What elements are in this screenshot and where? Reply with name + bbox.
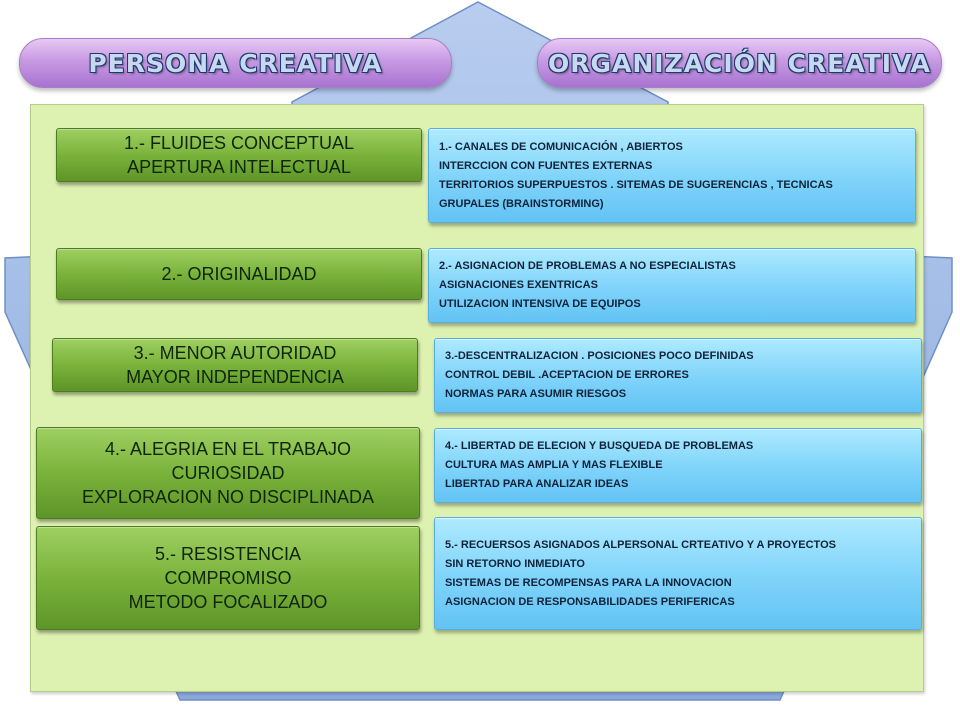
organizacion-box-2-line-2: ASIGNACIONES EXENTRICAS (439, 279, 598, 291)
persona-box-4-line-1: 4.- ALEGRIA EN EL TRABAJO (104, 439, 352, 459)
organizacion-box-4: 4.- LIBERTAD DE ELECION Y BUSQUEDA DE PR… (434, 428, 922, 503)
persona-box-1: 1.- FLUIDES CONCEPTUAL APERTURA INTELECT… (56, 128, 422, 182)
persona-box-5: 5.- RESISTENCIA COMPROMISO METODO FOCALI… (36, 526, 420, 630)
organizacion-box-1: 1.- CANALES DE COMUNICACIÓN , ABIERTOS I… (428, 128, 916, 223)
persona-box-4: 4.- ALEGRIA EN EL TRABAJO CURIOSIDAD EXP… (36, 427, 420, 519)
organizacion-box-1-line-4: GRUPALES (BRAINSTORMING) (439, 197, 604, 210)
organizacion-box-5-line-2: SIN RETORNO INMEDIATO (445, 557, 585, 570)
organizacion-box-4-line-1: 4.- LIBERTAD DE ELECION Y BUSQUEDA DE PR… (445, 440, 754, 452)
organizacion-box-1-line-2: INTERCCION CON FUENTES EXTERNAS (439, 159, 653, 172)
header-persona-creativa: PERSONA CREATIVA (19, 38, 452, 88)
organizacion-box-2-line-1: 2.- ASIGNACION DE PROBLEMAS A NO ESPECIA… (439, 260, 736, 272)
organizacion-box-3-line-2: CONTROL DEBIL .ACEPTACION DE ERRORES (445, 369, 689, 381)
persona-box-3-line-1: 3.- MENOR AUTORIDAD (133, 343, 337, 363)
persona-box-2-line-1: 2.- ORIGINALIDAD (161, 264, 317, 284)
persona-box-5-line-1: 5.- RESISTENCIA (154, 544, 302, 564)
organizacion-box-2-line-3: UTILIZACION INTENSIVA DE EQUIPOS (439, 298, 641, 310)
organizacion-box-2: 2.- ASIGNACION DE PROBLEMAS A NO ESPECIA… (428, 248, 916, 323)
organizacion-box-5-line-3: SISTEMAS DE RECOMPENSAS PARA LA INNOVACI… (445, 576, 732, 589)
header-organizacion-creativa: ORGANIZACIÓN CREATIVA (537, 38, 942, 88)
organizacion-box-5-line-4: ASIGNACION DE RESPONSABILIDADES PERIFERI… (445, 595, 735, 608)
persona-box-3-line-2: MAYOR INDEPENDENCIA (126, 367, 344, 387)
organizacion-box-5: 5.- RECUERSOS ASIGNADOS ALPERSONAL CRTEA… (434, 517, 922, 630)
organizacion-box-3-line-1: 3.-DESCENTRALIZACION . POSICIONES POCO D… (445, 350, 754, 362)
persona-box-4-line-2: CURIOSIDAD (171, 463, 285, 483)
organizacion-box-3-line-3: NORMAS PARA ASUMIR RIESGOS (445, 388, 627, 400)
persona-box-3: 3.- MENOR AUTORIDAD MAYOR INDEPENDENCIA (52, 338, 418, 392)
organizacion-box-1-line-3: TERRITORIOS SUPERPUESTOS . SITEMAS DE SU… (439, 178, 833, 191)
persona-box-5-line-2: COMPROMISO (164, 568, 292, 588)
organizacion-box-4-line-3: LIBERTAD PARA ANALIZAR IDEAS (445, 478, 629, 490)
organizacion-box-1-line-1: 1.- CANALES DE COMUNICACIÓN , ABIERTOS (439, 140, 683, 153)
persona-box-1-line-2: APERTURA INTELECTUAL (127, 157, 351, 177)
persona-box-4-line-3: EXPLORACION NO DISCIPLINADA (81, 487, 375, 507)
persona-box-5-line-3: METODO FOCALIZADO (128, 592, 328, 612)
persona-box-1-line-1: 1.- FLUIDES CONCEPTUAL (123, 133, 355, 153)
organizacion-box-5-line-1: 5.- RECUERSOS ASIGNADOS ALPERSONAL CRTEA… (445, 538, 836, 551)
organizacion-box-3: 3.-DESCENTRALIZACION . POSICIONES POCO D… (434, 338, 922, 413)
persona-box-2: 2.- ORIGINALIDAD (56, 248, 422, 300)
organizacion-box-4-line-2: CULTURA MAS AMPLIA Y MAS FLEXIBLE (445, 459, 663, 471)
